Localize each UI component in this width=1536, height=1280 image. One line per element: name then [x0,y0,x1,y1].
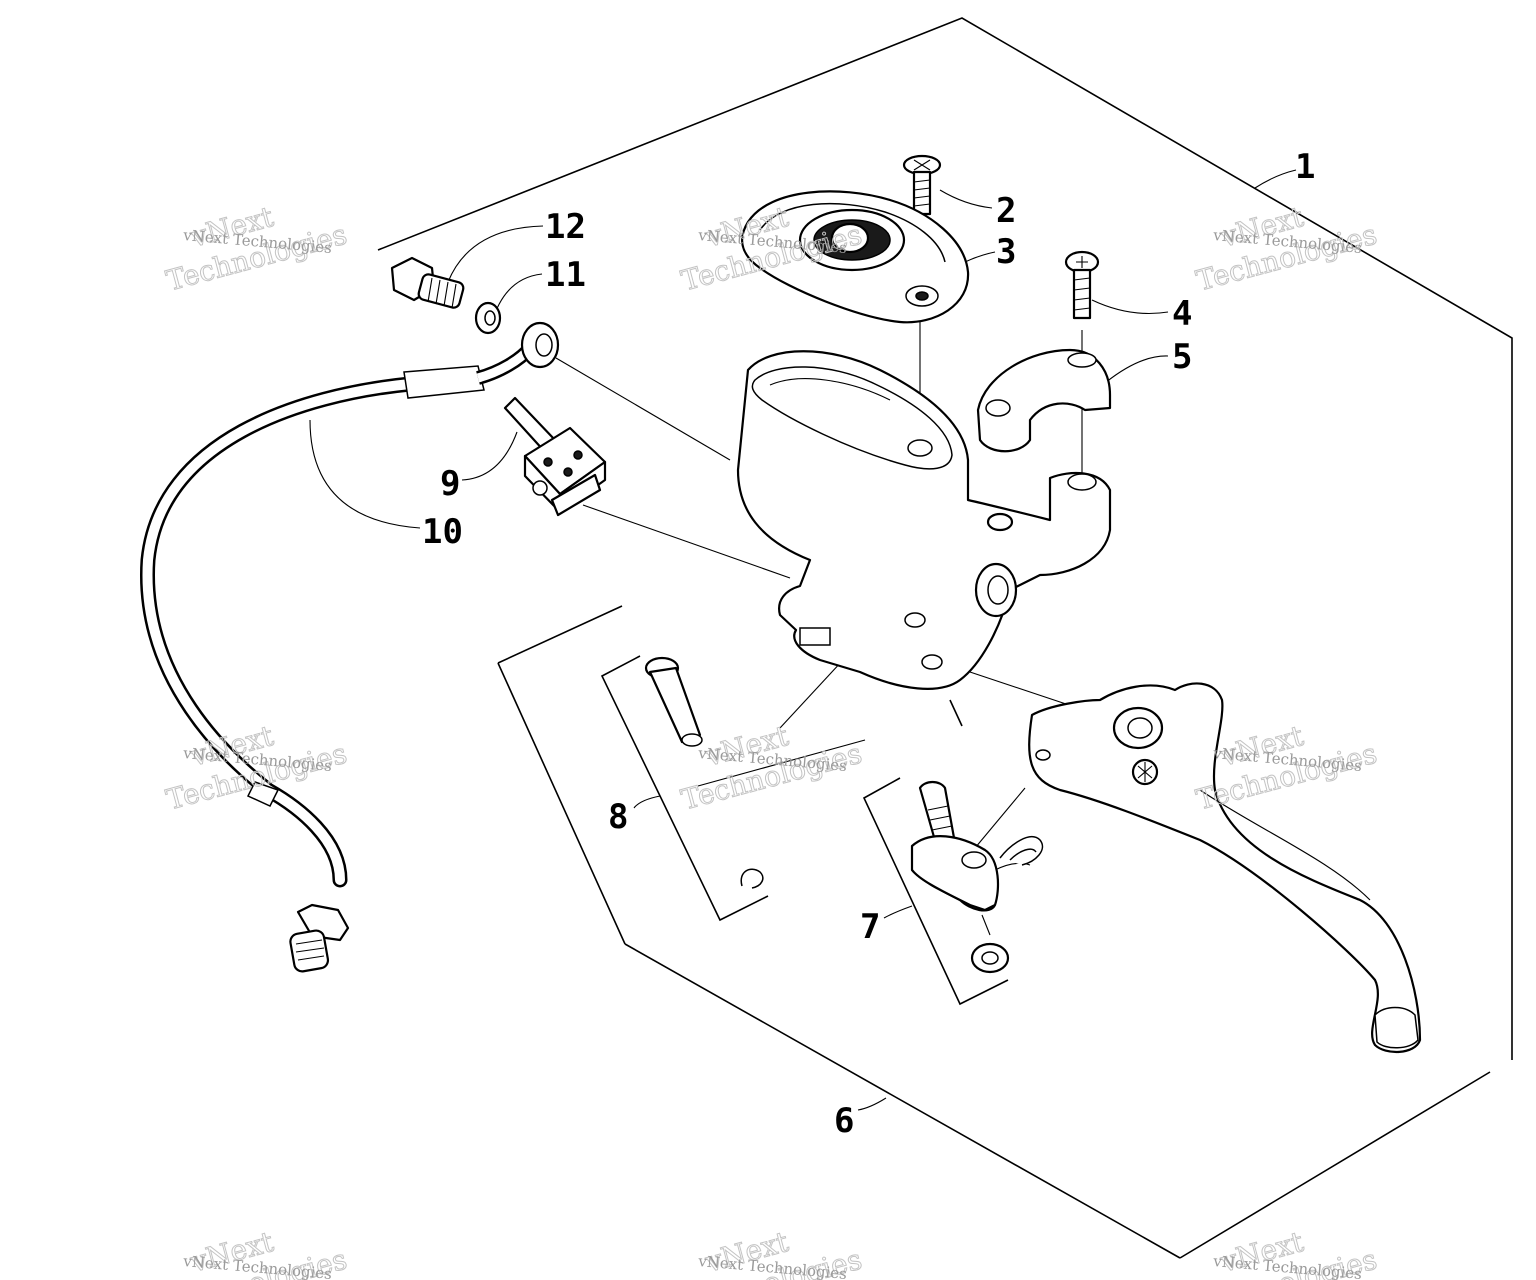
master-cylinder-body [736,350,1112,690]
label-part-7: 7 [860,907,880,947]
label-part-8: 8 [608,797,628,837]
pivot-pin [644,656,703,747]
clamp-screw [1064,250,1100,320]
label-part-3: 3 [996,232,1016,272]
handlebar-clamp [976,348,1112,453]
pin-kit-bracket [600,655,866,922]
label-part-10: 10 [422,512,463,552]
label-part-5: 5 [1172,337,1192,377]
sealing-washer [474,301,502,335]
label-part-1: 1 [1295,147,1315,187]
brake-switch [503,396,607,517]
label-part-6: 6 [834,1101,854,1141]
part-labels: 1 2 3 4 5 6 7 8 9 10 11 12 [422,147,1315,1141]
lever-adjuster [910,780,1044,974]
label-part-11: 11 [545,255,586,295]
pivot-kit-bracket [862,777,1009,1006]
reservoir-cover [741,190,970,324]
label-part-12: 12 [545,207,586,247]
assembly-outline [377,17,1513,1259]
label-part-9: 9 [440,464,460,504]
brake-hose [140,321,560,973]
e-clip [740,868,764,889]
cover-screw [902,154,942,216]
lever-kit-outline [949,699,963,727]
label-part-4: 4 [1172,294,1192,334]
label-part-2: 2 [996,191,1016,231]
banjo-bolt [390,256,465,309]
brake-lever [1028,682,1422,1053]
